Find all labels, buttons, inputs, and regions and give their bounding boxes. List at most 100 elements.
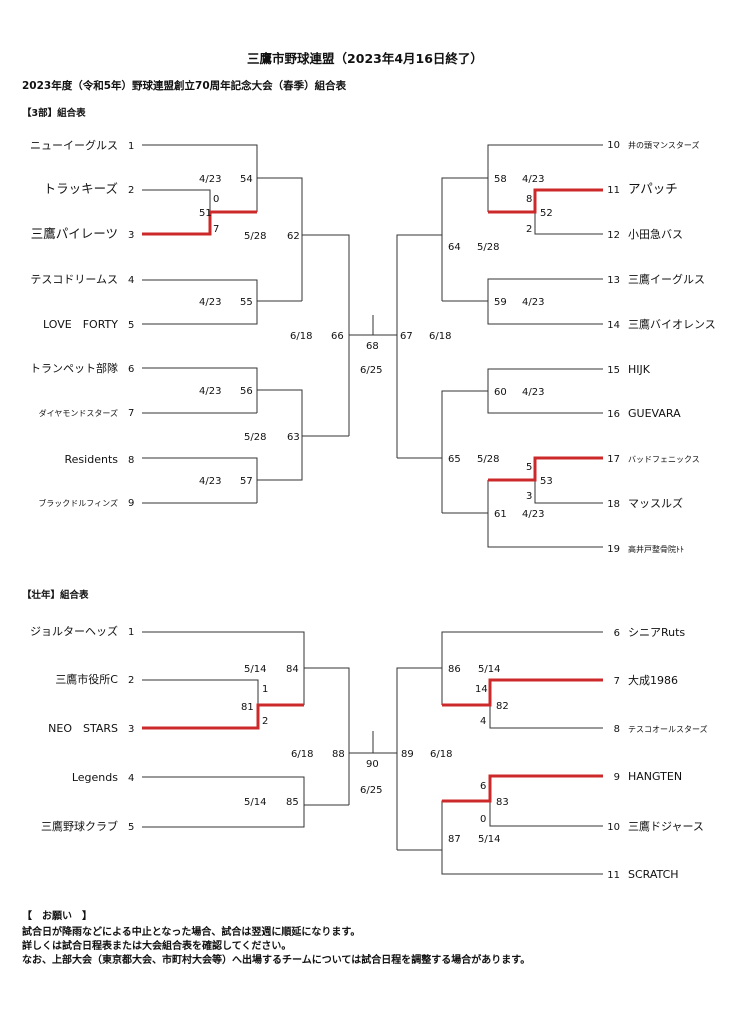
game-date: 5/14 xyxy=(244,664,266,675)
team-seed: 5 xyxy=(128,822,134,833)
team-seed: 6 xyxy=(128,364,134,375)
document-title: 三鷹市野球連盟（2023年4月16日終了） xyxy=(247,51,483,66)
game-date: 4/23 xyxy=(199,297,221,308)
team-name: テスコオールスターズ xyxy=(628,724,708,734)
team-name: トラッキーズ xyxy=(44,181,118,196)
game-number: 86 xyxy=(448,664,461,675)
game-number: 51 xyxy=(199,208,212,219)
team-seed: 17 xyxy=(607,454,620,465)
game-date: 6/25 xyxy=(360,785,382,796)
game-date: 4/23 xyxy=(522,297,544,308)
game-dates-sounen: 5/14 5/14 5/14 5/14 6/18 6/18 6/25 xyxy=(244,664,500,845)
game-number: 85 xyxy=(286,797,299,808)
game-number: 89 xyxy=(401,749,414,760)
team-name: ブラックドルフィンズ xyxy=(38,498,118,508)
game-number: 87 xyxy=(448,834,461,845)
game-number: 67 xyxy=(400,331,413,342)
game-numbers-3bu: 51 52 53 54 55 56 57 58 59 60 61 62 63 6… xyxy=(199,174,553,520)
team-seed: 6 xyxy=(614,628,620,639)
score: 0 xyxy=(480,814,486,825)
team-seed: 1 xyxy=(128,627,134,638)
game-date: 5/28 xyxy=(244,432,266,443)
team-seed: 14 xyxy=(607,320,620,331)
score: 1 xyxy=(262,684,268,695)
team-seed: 8 xyxy=(614,724,620,735)
team-seed: 1 xyxy=(128,141,134,152)
left-teams-3bu: ニューイーグルス トラッキーズ 三鷹パイレーツ テスコドリームス LOVE FO… xyxy=(30,138,134,509)
team-name: 三鷹市役所C xyxy=(55,672,118,686)
team-seed: 18 xyxy=(607,499,620,510)
game-number: 55 xyxy=(240,297,253,308)
team-seed: 4 xyxy=(128,275,134,286)
team-name: 三鷹野球クラブ xyxy=(41,819,118,833)
bracket-3bu: 【3部】組合表 ニューイーグルス トラッキーズ 三鷹パイレーツ テスコドリームス… xyxy=(22,107,716,555)
team-name: LOVE FORTY xyxy=(43,318,118,331)
score: 6 xyxy=(480,781,486,792)
game-date: 4/23 xyxy=(199,174,221,185)
team-name: SCRATCH xyxy=(628,868,679,881)
document-subtitle: 2023年度（令和5年）野球連盟創立70周年記念大会（春季）組合表 xyxy=(22,79,347,92)
game-date: 6/18 xyxy=(291,749,313,760)
team-name: 三鷹ドジャース xyxy=(628,819,704,833)
game-date: 4/23 xyxy=(522,174,544,185)
score: 5 xyxy=(526,462,532,473)
game-number: 61 xyxy=(494,509,507,520)
game-number: 64 xyxy=(448,242,461,253)
team-seed: 19 xyxy=(607,544,620,555)
game-number: 56 xyxy=(240,386,253,397)
bracket-lines-right-3bu xyxy=(396,144,603,548)
team-seed: 15 xyxy=(607,365,620,376)
game-date: 4/23 xyxy=(522,509,544,520)
game-date: 6/25 xyxy=(360,365,382,376)
game-date: 4/23 xyxy=(199,476,221,487)
team-seed: 9 xyxy=(128,498,134,509)
game-number: 58 xyxy=(494,174,507,185)
game-date: 5/14 xyxy=(478,664,500,675)
team-name: トランペット部隊 xyxy=(30,361,118,375)
team-name: アパッチ xyxy=(628,181,678,196)
section-label-3bu: 【3部】組合表 xyxy=(22,107,86,119)
game-date: 4/23 xyxy=(199,386,221,397)
score: 7 xyxy=(213,224,219,235)
game-number: 52 xyxy=(540,208,553,219)
game-number: 53 xyxy=(540,476,553,487)
team-name: HIJK xyxy=(628,363,651,376)
team-name: 三鷹パイレーツ xyxy=(31,226,118,241)
team-seed: 16 xyxy=(607,409,620,420)
game-number: 84 xyxy=(286,664,299,675)
note-line: なお、上部大会（東京都大会、市町村大会等）へ出場するチームについては試合日程を調… xyxy=(22,953,530,966)
game-number: 68 xyxy=(366,341,379,352)
team-seed: 10 xyxy=(607,140,620,151)
team-seed: 8 xyxy=(128,455,134,466)
team-seed: 11 xyxy=(607,185,620,196)
score: 0 xyxy=(213,194,219,205)
game-scores-3bu: 0 7 8 2 5 3 xyxy=(213,194,532,502)
score: 4 xyxy=(480,716,486,727)
game-date: 5/28 xyxy=(244,231,266,242)
bracket-lines-left-3bu xyxy=(142,144,397,504)
team-name: Legends xyxy=(72,771,118,784)
bracket-lines-right-sounen xyxy=(396,631,603,875)
team-name: ニューイーグルス xyxy=(30,138,118,152)
game-number: 65 xyxy=(448,454,461,465)
score: 3 xyxy=(526,491,532,502)
team-name: ダイヤモンドスターズ xyxy=(39,408,118,418)
game-date: 5/28 xyxy=(477,242,499,253)
game-dates-3bu: 4/23 4/23 4/23 4/23 4/23 4/23 4/23 4/23 … xyxy=(199,174,544,520)
game-scores-sounen: 1 2 14 4 6 0 xyxy=(262,684,488,825)
team-name: テスコドリームス xyxy=(30,273,118,286)
game-date: 5/28 xyxy=(477,454,499,465)
team-name: 三鷹バイオレンス xyxy=(628,317,716,331)
game-date: 6/18 xyxy=(429,331,451,342)
game-number: 60 xyxy=(494,387,507,398)
game-number: 62 xyxy=(287,231,300,242)
bracket-sounen: 【壮年】組合表 ジョルターヘッズ 三鷹市役所C NEO STARS Legend… xyxy=(22,589,708,881)
game-number: 88 xyxy=(332,749,345,760)
team-seed: 7 xyxy=(614,676,620,687)
team-seed: 13 xyxy=(607,275,620,286)
game-number: 90 xyxy=(366,759,379,770)
team-name: NEO STARS xyxy=(48,722,118,735)
team-seed: 3 xyxy=(128,724,134,735)
game-numbers-sounen: 81 82 83 84 85 86 87 88 89 90 xyxy=(241,664,509,845)
team-name: バッドフェニックス xyxy=(628,455,700,464)
